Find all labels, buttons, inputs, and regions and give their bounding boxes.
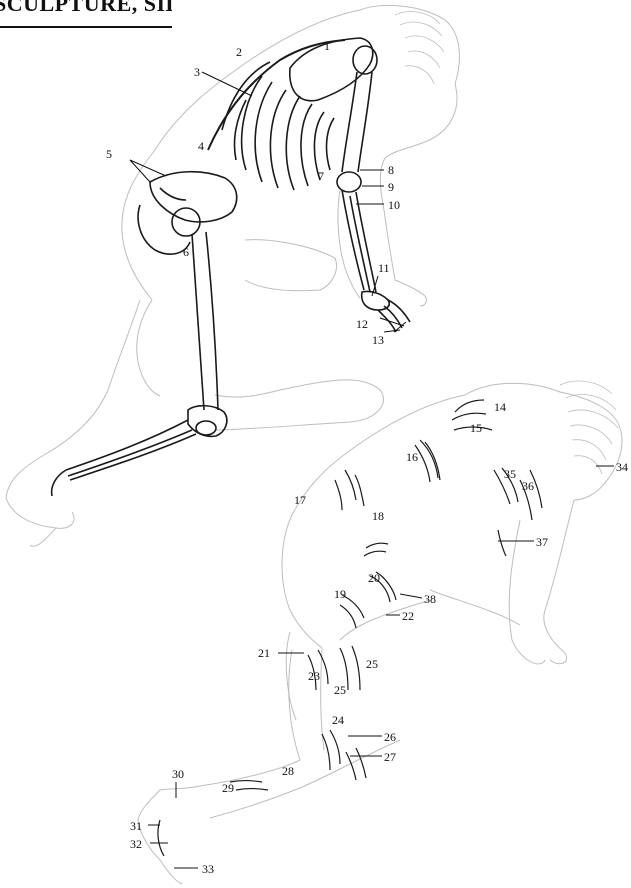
label-20: 20 xyxy=(368,571,380,585)
muscle-hair xyxy=(560,381,618,474)
label-31: 31 xyxy=(130,819,142,833)
label-25b: 25 xyxy=(366,657,378,671)
muscle-labels: 14 15 16 17 18 19 20 21 22 23 24 25 25 2… xyxy=(130,400,628,876)
label-12: 12 xyxy=(356,317,368,331)
skeleton-figure: 1 2 3 4 5 6 7 8 9 10 11 12 13 xyxy=(6,5,459,546)
label-36: 36 xyxy=(522,479,534,493)
label-29: 29 xyxy=(222,781,234,795)
label-1: 1 xyxy=(324,39,330,53)
label-25a: 25 xyxy=(334,683,346,697)
label-2: 2 xyxy=(236,45,242,59)
label-14: 14 xyxy=(494,400,506,414)
label-4: 4 xyxy=(198,139,204,153)
label-38: 38 xyxy=(424,592,436,606)
label-32: 32 xyxy=(130,837,142,851)
label-6: 6 xyxy=(183,245,189,259)
label-21: 21 xyxy=(258,646,270,660)
skeleton-bones xyxy=(52,38,410,496)
label-37: 37 xyxy=(536,535,548,549)
label-10: 10 xyxy=(388,198,400,212)
label-19: 19 xyxy=(334,587,346,601)
label-26: 26 xyxy=(384,730,396,744)
label-18: 18 xyxy=(372,509,384,523)
muscle-figure: 14 15 16 17 18 19 20 21 22 23 24 25 25 2… xyxy=(130,381,628,884)
label-11: 11 xyxy=(378,261,390,275)
muscle-leaders xyxy=(148,466,614,868)
label-16: 16 xyxy=(406,450,418,464)
label-17: 17 xyxy=(294,493,306,507)
skeleton-leaders xyxy=(130,72,406,332)
label-3: 3 xyxy=(194,65,200,79)
label-34: 34 xyxy=(616,460,628,474)
label-13: 13 xyxy=(372,333,384,347)
label-5: 5 xyxy=(106,147,112,161)
label-24: 24 xyxy=(332,713,344,727)
label-33: 33 xyxy=(202,862,214,876)
label-7: 7 xyxy=(318,169,324,183)
label-27: 27 xyxy=(384,750,396,764)
label-28: 28 xyxy=(282,764,294,778)
muscle-hatching xyxy=(158,400,542,856)
label-8: 8 xyxy=(388,163,394,177)
label-35: 35 xyxy=(504,467,516,481)
label-23: 23 xyxy=(308,669,320,683)
label-9: 9 xyxy=(388,180,394,194)
label-22: 22 xyxy=(402,609,414,623)
label-15: 15 xyxy=(470,421,482,435)
muscle-body-outline xyxy=(138,383,622,884)
label-30: 30 xyxy=(172,767,184,781)
skeleton-hair xyxy=(395,12,444,84)
